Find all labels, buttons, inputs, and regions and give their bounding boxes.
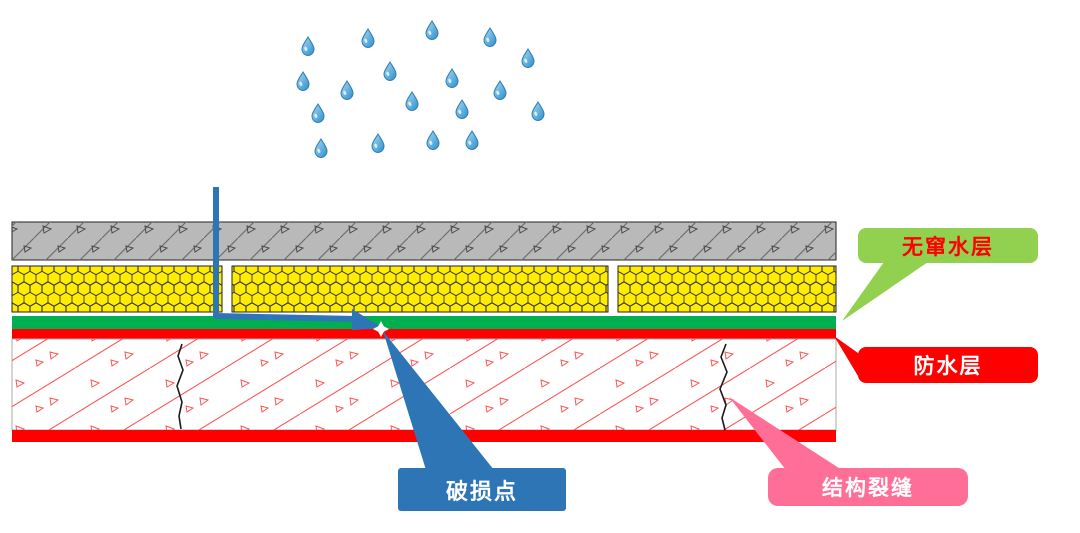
raindrop-icon [361,28,375,48]
raindrop-icon [425,20,439,40]
raindrop-icon [483,27,497,47]
callout-damage-point: 破损点 [398,468,566,511]
damage-point-callout-tail [383,331,494,470]
raindrop-icon [445,68,459,88]
layer-no-channel [12,316,836,329]
leak-path-line [213,187,357,322]
raindrop-icon [311,103,325,123]
layer-waterproof [12,329,836,339]
raindrop-icon [493,80,507,100]
structural-cracks [176,343,728,431]
leak-path-arrowhead [352,309,383,330]
no-channel-layer-label: 无窜水层 [902,235,994,259]
raindrop-icon [405,91,419,111]
raindrop-icon [455,99,469,119]
layer-concrete-hatch [12,222,836,260]
no-channel-callout-tail [842,262,928,321]
raindrop-icon [531,101,545,121]
raindrop-icon [521,48,535,68]
leak-path [213,187,389,337]
damage-point-label: 破损点 [445,478,518,504]
raindrop-icon [465,130,479,150]
callout-waterproof-layer: 防水层 [858,347,1038,383]
structural-crack-callout-tail [729,397,842,470]
raindrop-icon [371,133,385,153]
crack-line-right [719,343,728,431]
layer-insulation [11,265,837,313]
raindrop-icon [296,71,310,91]
raindrop-icon [383,61,397,81]
waterproof-callout-tail [834,336,858,376]
waterproof-layer-label: 防水层 [913,355,983,378]
structural-crack-label: 结构裂缝 [822,477,914,500]
callout-structural-crack: 结构裂缝 [768,468,968,506]
damage-point-star [373,321,389,337]
callout-tails [383,262,928,470]
raindrop-icon [301,36,315,56]
raindrop-icon [314,138,328,158]
raindrop-icon [426,130,440,150]
raindrops-group [296,20,545,158]
crack-line-left [176,343,184,430]
raindrop-icon [340,80,354,100]
callout-no-channel-layer: 无窜水层 [858,228,1038,263]
